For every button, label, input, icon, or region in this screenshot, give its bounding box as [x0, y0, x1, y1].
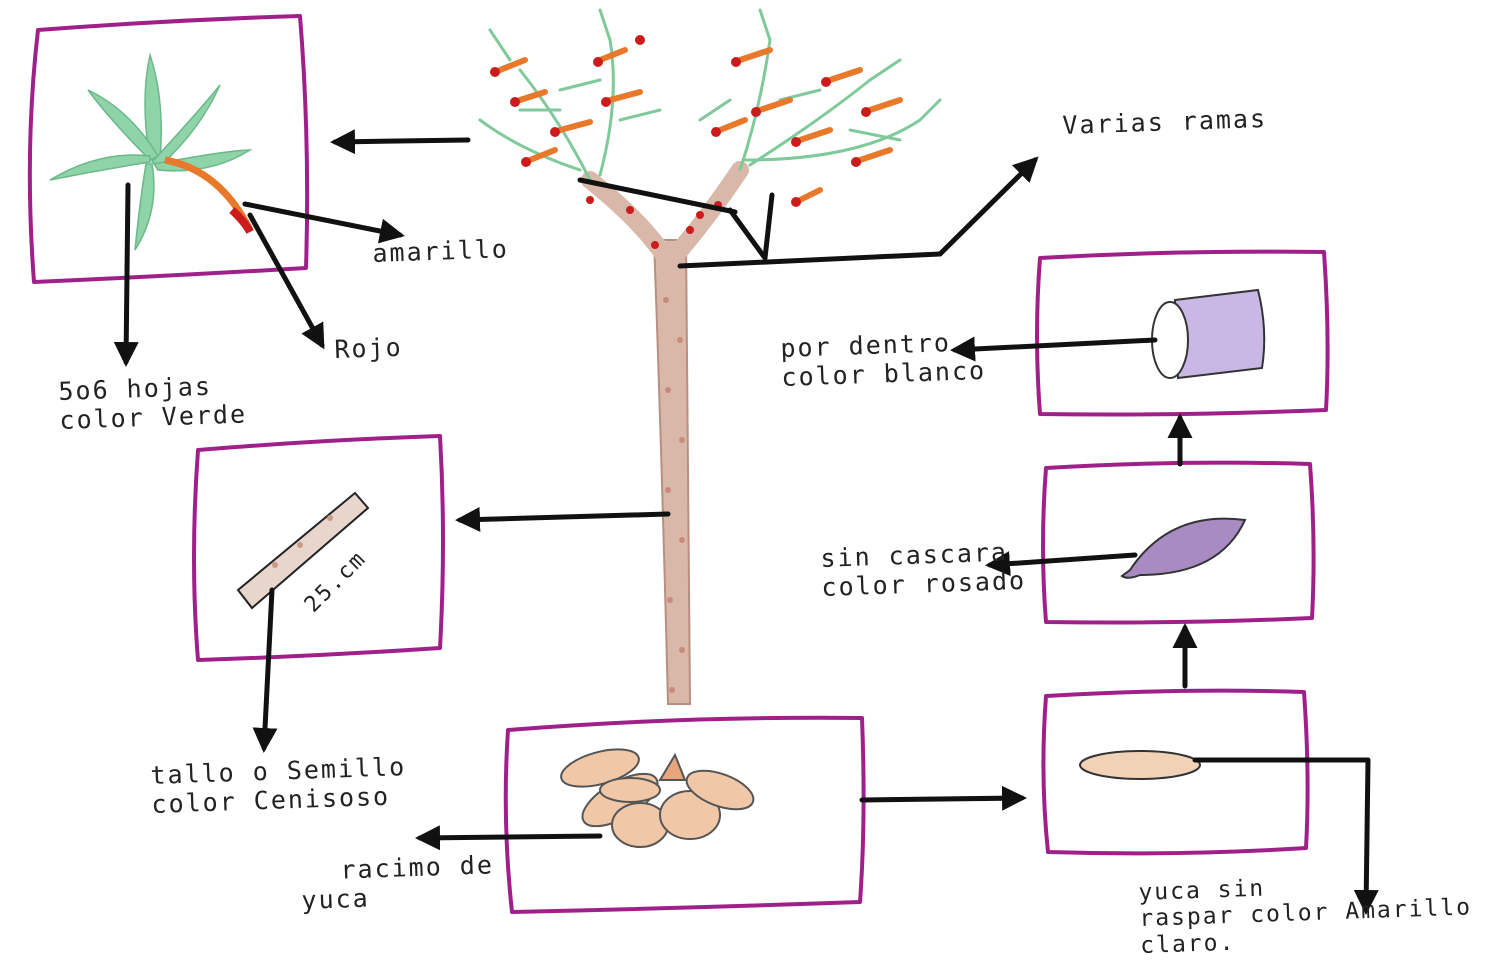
branch-connector: [680, 254, 940, 266]
label-red: Rojo: [334, 334, 403, 365]
tuber-unpeeled-drawing: [1080, 751, 1200, 779]
arrow-stem: [264, 590, 272, 748]
arrow-cluster: [420, 836, 600, 838]
arrow-red: [250, 215, 322, 345]
inside-tuber-drawing: [1152, 290, 1264, 378]
arrow-yellow: [245, 204, 400, 235]
leaf-drawing: [50, 55, 250, 250]
arrow-plant-to-leaf: [335, 140, 468, 142]
arrow-trunk-to-stem: [460, 514, 668, 520]
tuber-cluster-drawing: [557, 742, 758, 847]
trunk: [654, 240, 690, 704]
peeled-tuber-drawing: [1122, 519, 1245, 578]
arrow-cluster-to-tuber: [862, 798, 1022, 800]
label-yellow: amarillo: [372, 235, 509, 268]
arrow-branches: [940, 160, 1035, 254]
arrow-leaves: [126, 185, 128, 362]
